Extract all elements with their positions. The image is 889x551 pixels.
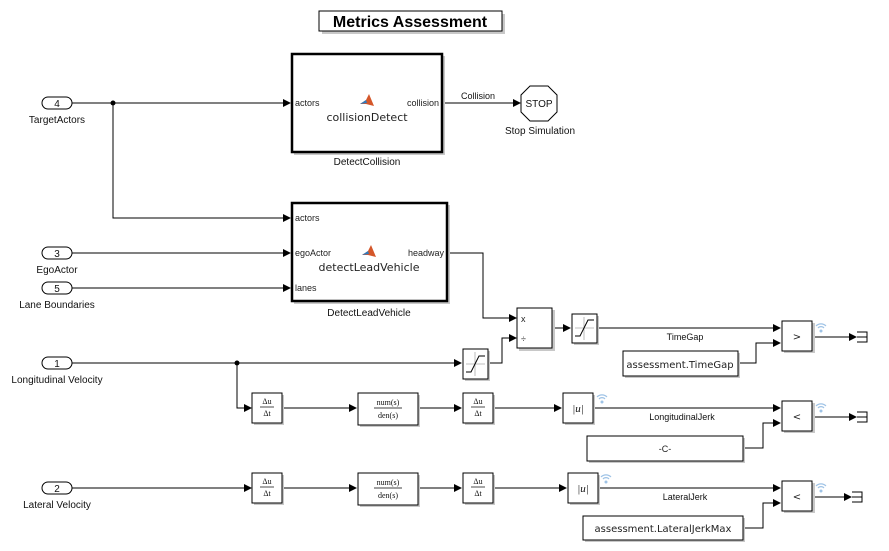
wire-long-vel-derivative[interactable]	[236, 363, 252, 412]
constant-value: assessment.LateralJerkMax	[595, 524, 732, 535]
constant-lateral-jerk[interactable]: assessment.LateralJerkMax	[582, 515, 745, 542]
operator-symbol: >	[793, 332, 801, 343]
signal-logging-icon[interactable]	[815, 403, 827, 413]
transfer-function-block[interactable]: num(s) den(s)	[357, 472, 420, 507]
title-annotation: Metrics Assessment	[318, 10, 505, 34]
diagram-title: Metrics Assessment	[333, 14, 488, 31]
inport-number: 1	[54, 359, 60, 370]
relational-operator-lateral-jerk[interactable]: <	[781, 480, 815, 513]
function-name: detectLeadVehicle	[319, 261, 420, 274]
block-name: Stop Simulation	[505, 126, 575, 137]
function-name: collisionDetect	[326, 111, 408, 124]
transfer-function-block[interactable]: num(s) den(s)	[357, 392, 420, 427]
derivative-den: Δt	[263, 489, 271, 498]
derivative-den: Δt	[263, 409, 271, 418]
inport-label: Lane Boundaries	[19, 300, 95, 311]
derivative-block[interactable]: Δu Δt	[251, 472, 284, 505]
terminator-block[interactable]	[852, 491, 863, 503]
signal-logging-icon[interactable]	[815, 323, 827, 333]
tf-den: den(s)	[378, 411, 398, 420]
operator-symbol: <	[793, 412, 801, 423]
wire-sat-to-divide[interactable]	[488, 334, 517, 364]
tf-den: den(s)	[378, 491, 398, 500]
inport-number: 2	[54, 484, 60, 495]
inport-number: 3	[54, 249, 60, 260]
inport-number: 5	[54, 284, 60, 295]
wire-headway[interactable]	[447, 252, 517, 322]
signal-label-longitudinal-jerk: LongitudinalJerk	[649, 412, 715, 422]
multiply-op: x	[521, 314, 526, 324]
relational-operator-long-jerk[interactable]: <	[781, 400, 815, 433]
wires	[72, 99, 857, 529]
stop-simulation-block[interactable]: STOP Stop Simulation	[505, 85, 575, 137]
derivative-block[interactable]: Δu Δt	[462, 392, 495, 425]
inport-lane-boundaries[interactable]: 5 Lane Boundaries	[19, 281, 95, 311]
signal-label-lateral-jerk: LateralJerk	[663, 492, 708, 502]
tf-num: num(s)	[377, 398, 400, 407]
detect-collision-block[interactable]: actors collision collisionDetect DetectC…	[290, 52, 445, 168]
port-label-actors: actors	[295, 98, 320, 108]
derivative-num: Δu	[262, 397, 271, 406]
derivative-den: Δt	[474, 409, 482, 418]
derivative-num: Δu	[473, 397, 482, 406]
terminator-block[interactable]	[857, 331, 868, 343]
saturation-block-2[interactable]	[571, 313, 599, 345]
constant-long-jerk[interactable]: -C-	[586, 435, 745, 463]
inport-longitudinal-velocity[interactable]: 1 Longitudinal Velocity	[11, 356, 103, 386]
operator-symbol: <	[793, 492, 801, 503]
signal-logging-icon[interactable]	[596, 394, 608, 404]
saturation-block-1[interactable]	[462, 348, 490, 381]
derivative-block[interactable]: Δu Δt	[462, 472, 495, 505]
derivative-num: Δu	[262, 477, 271, 486]
port-label-collision: collision	[407, 98, 439, 108]
relational-operator-timegap[interactable]: >	[781, 320, 815, 353]
derivative-den: Δt	[474, 489, 482, 498]
port-label-lanes: lanes	[295, 283, 317, 293]
stop-text: STOP	[525, 99, 552, 110]
product-block[interactable]: x ÷	[516, 307, 555, 351]
constant-time-gap[interactable]: assessment.TimeGap	[622, 350, 740, 378]
tf-num: num(s)	[377, 478, 400, 487]
saturation-icon	[466, 355, 485, 373]
inport-number: 4	[54, 99, 60, 110]
signal-logging-icon[interactable]	[600, 474, 612, 484]
wire-const-timegap[interactable]	[738, 339, 781, 364]
matlab-function-icon	[362, 245, 376, 257]
inport-ego-actor[interactable]: 3 EgoActor	[36, 246, 78, 276]
derivative-num: Δu	[473, 477, 482, 486]
port-label-ego-actor: egoActor	[295, 248, 331, 258]
inport-label: TargetActors	[29, 115, 85, 126]
port-label-headway: headway	[408, 248, 445, 258]
constant-value: assessment.TimeGap	[626, 360, 733, 371]
wire-const-lat-jerk[interactable]	[743, 499, 781, 529]
saturation-icon	[575, 319, 594, 337]
inport-label: Longitudinal Velocity	[11, 375, 102, 386]
wire-const-c[interactable]	[743, 419, 781, 449]
derivative-block[interactable]: Δu Δt	[251, 392, 284, 425]
port-label-actors: actors	[295, 213, 320, 223]
wire-target-actors-lead[interactable]	[112, 103, 291, 222]
inport-label: EgoActor	[36, 265, 78, 276]
constant-value: -C-	[659, 444, 672, 454]
terminator-block[interactable]	[857, 411, 868, 423]
inport-target-actors[interactable]: 4 TargetActors	[29, 96, 85, 126]
signal-logging-icon[interactable]	[815, 483, 827, 493]
inport-label: Lateral Velocity	[23, 500, 91, 511]
abs-block[interactable]: |u|	[567, 472, 600, 505]
signal-label-timegap: TimeGap	[667, 332, 704, 342]
inport-lateral-velocity[interactable]: 2 Lateral Velocity	[23, 481, 91, 511]
block-name: DetectCollision	[334, 157, 401, 168]
detect-lead-vehicle-block[interactable]: actors egoActor lanes headway detectLead…	[290, 201, 450, 319]
matlab-function-icon	[360, 94, 374, 106]
block-name: DetectLeadVehicle	[327, 308, 411, 319]
divide-op: ÷	[521, 334, 526, 344]
abs-text: |u|	[572, 403, 584, 415]
abs-block[interactable]: |u|	[562, 392, 595, 425]
abs-text: |u|	[577, 483, 589, 495]
signal-label-collision: Collision	[461, 91, 495, 101]
